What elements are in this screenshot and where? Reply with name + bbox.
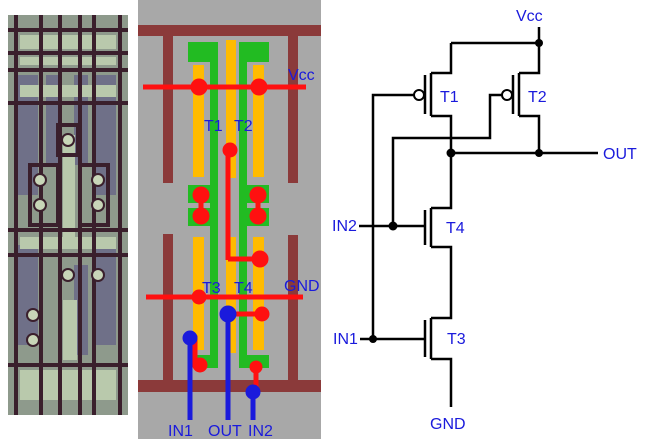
layout-diagram: Vcc T1 T2 GND T3 T4 IN1 OUT IN2: [138, 0, 321, 439]
schematic-label-t1: T1: [440, 89, 459, 106]
layout-label-out: OUT: [208, 423, 242, 439]
layout-label-t4: T4: [234, 280, 253, 297]
schematic-label-out: OUT: [603, 146, 637, 163]
schematic-label-vcc: Vcc: [516, 8, 543, 25]
schematic-label-t3: T3: [447, 331, 466, 348]
schematic-label-t4: T4: [446, 220, 465, 237]
layout-label-t3: T3: [202, 280, 221, 297]
junction-dots: [369, 39, 543, 343]
layout-label-in2: IN2: [248, 423, 273, 439]
t2-gate-bubble: [501, 89, 513, 101]
layout-label-gnd: GND: [284, 278, 320, 295]
nand-schematic: Vcc T1 T2 OUT IN2 T4 IN1 T3 GND: [332, 8, 637, 433]
input-output-wires: [182, 305, 261, 420]
schematic-label-gnd: GND: [430, 416, 466, 433]
layout-label-t1: T1: [204, 118, 223, 135]
die-photo: [8, 15, 128, 415]
n-well: [138, 25, 321, 183]
layout-label-t2: T2: [234, 118, 253, 135]
schematic-label-in2: IN2: [332, 218, 357, 235]
schematic-label-in1: IN1: [333, 331, 358, 348]
layout-label-in1: IN1: [168, 423, 193, 439]
schematic-label-t2: T2: [528, 89, 547, 106]
t1-gate-bubble: [413, 89, 425, 101]
layout-label-vcc: Vcc: [288, 67, 315, 84]
schematic-wires: [359, 27, 598, 407]
